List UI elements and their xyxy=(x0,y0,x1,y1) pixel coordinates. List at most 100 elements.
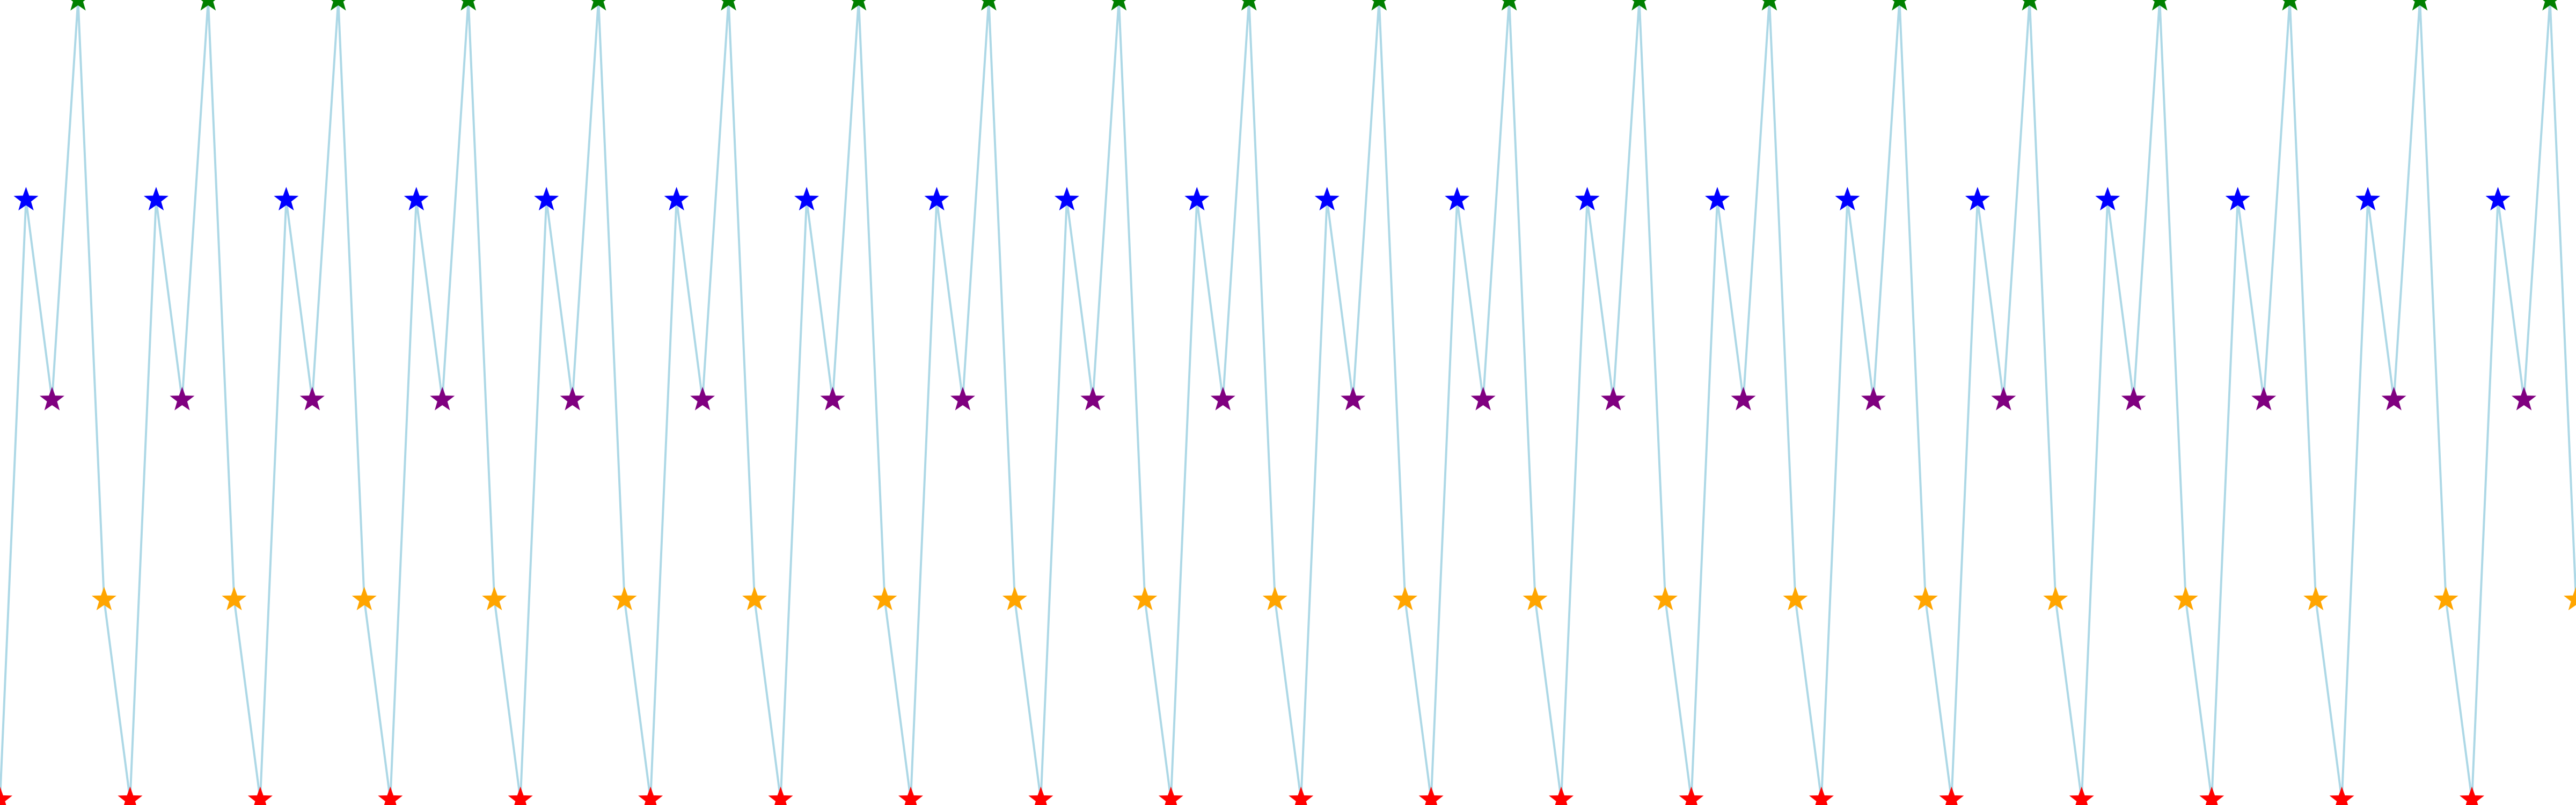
star-marker xyxy=(2173,587,2198,611)
star-marker xyxy=(460,0,476,11)
star-marker xyxy=(2251,386,2277,411)
star-marker xyxy=(1418,786,1444,805)
star-marker xyxy=(1549,786,1574,805)
star-marker xyxy=(1262,587,1287,611)
star-marker xyxy=(1783,587,1808,611)
star-marker xyxy=(1913,587,1938,611)
star-marker xyxy=(2095,187,2120,211)
star-marker xyxy=(1601,386,1626,411)
star-marker xyxy=(70,0,86,11)
star-marker xyxy=(1892,0,1907,11)
star-marker xyxy=(1314,187,1340,211)
star-marker xyxy=(0,786,13,805)
star-marker xyxy=(820,386,845,411)
star-marker xyxy=(1054,187,1079,211)
star-marker xyxy=(1393,587,1418,611)
star-marker xyxy=(1028,786,1053,805)
star-marker xyxy=(721,0,736,11)
star-marker xyxy=(1210,386,1235,411)
star-marker xyxy=(508,786,533,805)
star-marker xyxy=(1679,786,1704,805)
star-marker xyxy=(143,187,169,211)
star-marker xyxy=(404,187,429,211)
star-marker xyxy=(851,0,867,11)
star-marker xyxy=(1241,0,1257,11)
star-marker xyxy=(299,386,325,411)
star-marker xyxy=(2022,0,2038,11)
star-marker xyxy=(430,386,455,411)
star-marker xyxy=(872,587,897,611)
star-marker xyxy=(2121,386,2146,411)
star-marker xyxy=(2485,187,2511,211)
star-marker xyxy=(560,386,585,411)
star-marker xyxy=(2282,0,2297,11)
star-marker xyxy=(2303,587,2329,611)
star-marker xyxy=(1289,786,1314,805)
star-marker xyxy=(170,386,195,411)
star-marker xyxy=(1835,187,1860,211)
star-marker xyxy=(1991,386,2016,411)
star-marker xyxy=(981,0,997,11)
star-marker xyxy=(1341,386,1366,411)
star-marker xyxy=(222,587,247,611)
star-marker xyxy=(612,587,637,611)
star-marker xyxy=(690,386,715,411)
star-marker xyxy=(378,786,403,805)
star-marker xyxy=(13,187,39,211)
star-marker xyxy=(1158,786,1183,805)
star-marker xyxy=(1501,0,1517,11)
star-marker xyxy=(2542,0,2558,11)
star-marker xyxy=(1002,587,1027,611)
star-marker xyxy=(1653,587,1678,611)
star-marker xyxy=(924,187,949,211)
star-marker xyxy=(1111,0,1127,11)
star-marker xyxy=(1470,386,1496,411)
star-marker xyxy=(352,587,377,611)
star-marker xyxy=(331,0,346,11)
star-marker xyxy=(2329,786,2354,805)
star-marker xyxy=(1132,587,1158,611)
star-marker xyxy=(2512,386,2537,411)
star-marker xyxy=(1965,187,1990,211)
star-marker xyxy=(200,0,216,11)
star-marker xyxy=(274,187,299,211)
star-marker xyxy=(2412,0,2428,11)
star-marker xyxy=(742,587,767,611)
star-marker xyxy=(1080,386,1106,411)
star-marker xyxy=(118,786,143,805)
star-marker xyxy=(1704,187,1730,211)
star-marker xyxy=(2152,0,2168,11)
star-marker xyxy=(768,786,793,805)
star-marker xyxy=(1731,386,1756,411)
star-marker xyxy=(1939,786,1964,805)
star-marker xyxy=(2381,386,2406,411)
star-marker xyxy=(534,187,559,211)
star-marker xyxy=(91,587,116,611)
star-marker xyxy=(950,386,975,411)
star-marker xyxy=(1371,0,1387,11)
star-marker xyxy=(794,187,819,211)
star-marker xyxy=(898,786,923,805)
star-marker xyxy=(590,0,606,11)
star-marker xyxy=(2069,786,2094,805)
star-marker xyxy=(39,386,64,411)
star-marker xyxy=(1631,0,1647,11)
star-marker xyxy=(2433,587,2458,611)
star-marker xyxy=(1861,386,1886,411)
star-marker xyxy=(2563,587,2576,611)
star-marker xyxy=(638,786,663,805)
star-marker xyxy=(2199,786,2224,805)
star-marker xyxy=(1809,786,1834,805)
star-marker xyxy=(1761,0,1777,11)
star-marker xyxy=(2043,587,2068,611)
star-marker xyxy=(2225,187,2250,211)
star-marker xyxy=(482,587,507,611)
star-marker xyxy=(2355,187,2381,211)
star-marker xyxy=(1184,187,1210,211)
star-marker xyxy=(1523,587,1548,611)
star-marker xyxy=(247,786,273,805)
